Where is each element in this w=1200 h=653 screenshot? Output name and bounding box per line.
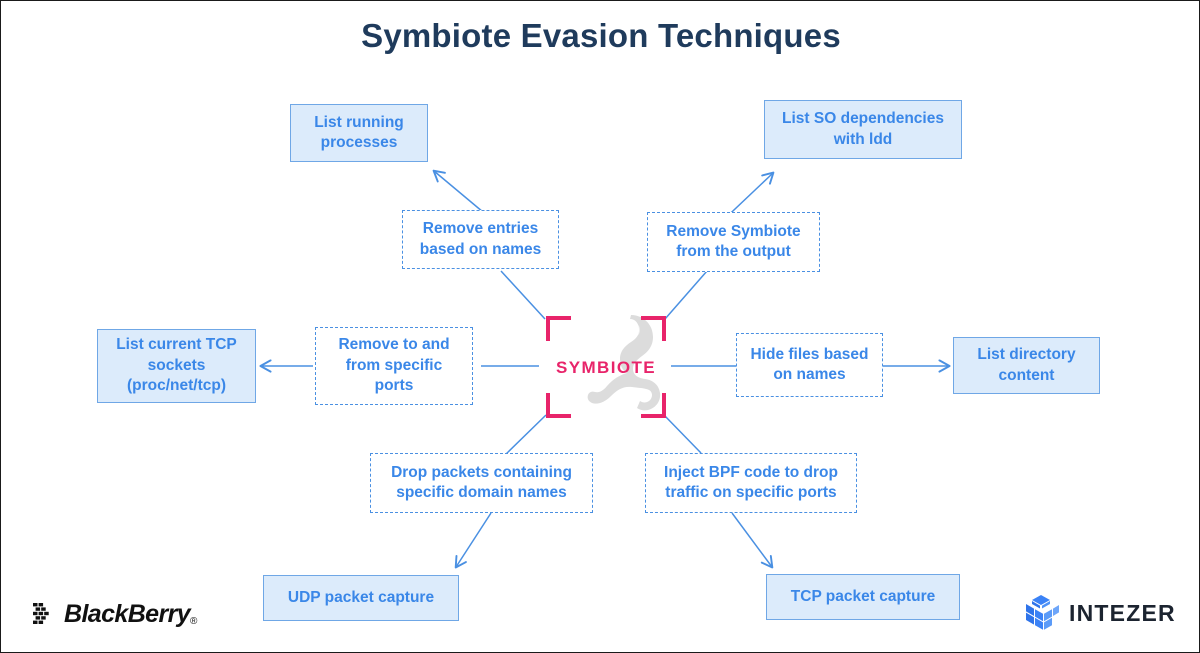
intezer-wordmark: INTEZER (1069, 599, 1176, 626)
node-text-line: from the output (676, 243, 791, 260)
arrow-center-to-drop-packets (503, 414, 547, 457)
node-text-line: content (998, 366, 1055, 384)
node-text-line: List current TCP (116, 336, 237, 354)
node-text-line: with ldd (833, 130, 893, 148)
blackberry-wordmark: BlackBerry (64, 599, 191, 628)
node-drop-packets-containing-specific-domain-names[interactable]: Drop packets containing specific domain … (370, 453, 593, 513)
node-list-so-dependencies[interactable]: List SO dependencies with ldd (764, 100, 962, 159)
node-text-line: List SO dependencies (782, 110, 944, 128)
node-text-line: processes (320, 134, 398, 151)
node-text-line: Remove to and (338, 336, 450, 354)
node-text-line: on names (773, 366, 846, 383)
node-list-running-processes[interactable]: List running processes (290, 104, 428, 162)
node-text-line: (proc/net/tcp) (126, 377, 226, 395)
node-text-line: UDP packet capture (287, 588, 435, 606)
node-remove-to-and-from-specific-ports[interactable]: Remove to and from specific ports (315, 327, 473, 405)
center-symbiote-node: SYMBIOTE (541, 311, 671, 423)
node-text-line: based on names (419, 240, 542, 258)
node-list-directory-content[interactable]: List directory content (953, 337, 1100, 394)
node-list-current-tcp-sockets[interactable]: List current TCP sockets (proc/net/tcp) (97, 329, 256, 403)
node-text-line: sockets (147, 356, 206, 374)
arrow-inject-bpf-to-tcp-capture (731, 512, 774, 569)
intezer-logo: INTEZER (1023, 593, 1176, 633)
registered-mark: ® (190, 616, 198, 627)
node-text-line: List running (314, 113, 404, 131)
node-tcp-packet-capture[interactable]: TCP packet capture (766, 574, 960, 620)
node-udp-packet-capture[interactable]: UDP packet capture (263, 575, 459, 621)
corner-bracket-bottom-left-icon (546, 393, 571, 418)
corner-bracket-top-right-icon (641, 316, 666, 341)
arrow-center-to-remove-symbiote (664, 270, 708, 320)
node-inject-bpf-code-to-drop-traffic-on-specific-ports[interactable]: Inject BPF code to drop traffic on speci… (645, 453, 857, 513)
page-title: Symbiote Evasion Techniques (361, 17, 841, 54)
symbiote-label: SYMBIOTE (556, 358, 656, 377)
arrow-drop-packets-to-udp-capture (454, 512, 492, 569)
corner-bracket-bottom-right-icon (641, 393, 666, 418)
gecko-silhouette-icon (587, 315, 661, 411)
node-text-line: Remove Symbiote (666, 222, 801, 240)
node-text-line: specific domain names (396, 484, 567, 501)
node-remove-symbiote-from-the-output[interactable]: Remove Symbiote from the output (647, 212, 820, 272)
node-text-line: from specific (345, 356, 443, 374)
node-remove-entries-based-on-names[interactable]: Remove entries based on names (402, 210, 559, 269)
node-text-line: traffic on specific ports (665, 484, 837, 501)
node-text-line: Drop packets containing (391, 463, 572, 481)
node-text-line: Inject BPF code to drop (664, 463, 838, 481)
node-text-line: List directory (977, 346, 1076, 364)
node-text-line: TCP packet capture (790, 587, 936, 605)
blackberry-logo: BlackBerry ® (33, 597, 197, 631)
node-text-line: Remove entries (422, 220, 539, 238)
blackberry-pixel-mark-icon (33, 603, 49, 624)
intezer-cube-mark-icon (1026, 595, 1059, 630)
corner-bracket-top-left-icon (546, 316, 571, 341)
node-text-line: ports (374, 377, 414, 395)
node-hide-files-based-on-names[interactable]: Hide files based on names (736, 333, 883, 397)
arrow-center-to-remove-entries (500, 270, 546, 320)
node-text-line: Hide files based (750, 345, 869, 363)
